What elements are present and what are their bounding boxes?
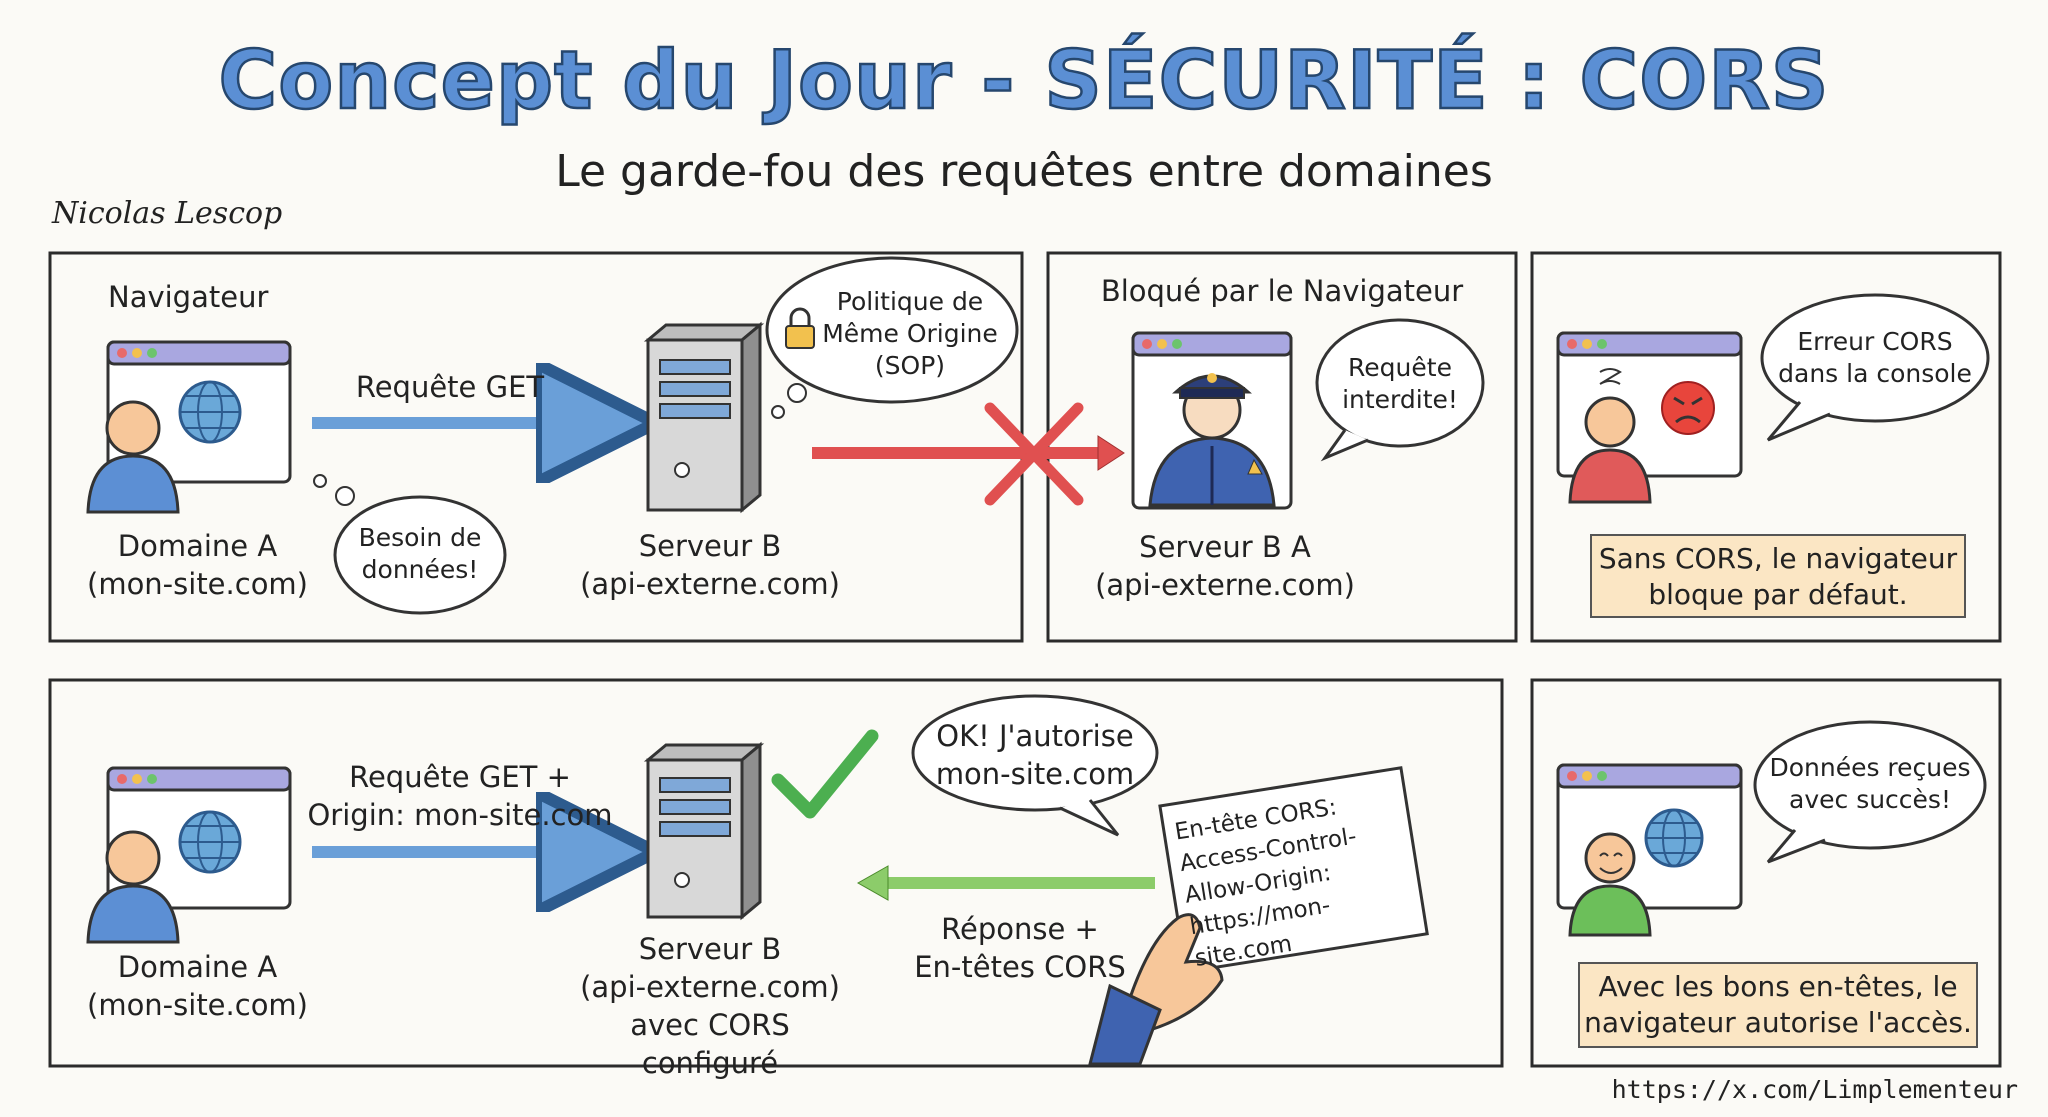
angry-face-icon bbox=[1661, 381, 1715, 435]
panel-frame-4 bbox=[48, 678, 1504, 1068]
globe-icon-2 bbox=[178, 810, 242, 874]
speech-bubble-error bbox=[1760, 293, 1990, 442]
thought-bubble-sop bbox=[765, 256, 1019, 419]
speech-bubble-ok bbox=[911, 694, 1159, 837]
blocked-arrow-head bbox=[1097, 435, 1125, 471]
source-credit-link[interactable]: https://x.com/Limplementeur bbox=[1611, 1075, 2018, 1104]
speech-bubble-forbidden bbox=[1315, 318, 1485, 462]
lock-icon bbox=[785, 307, 815, 349]
confused-user-icon bbox=[1568, 368, 1652, 504]
note-with-cors: Avec les bons en-têtes, le navigateur au… bbox=[1578, 962, 1978, 1048]
server-label: Serveur B (api-externe.com) bbox=[580, 529, 840, 601]
server-cors-label: Serveur B (api-externe.com) avec CORS co… bbox=[580, 932, 840, 1080]
thought-bubble-client bbox=[313, 474, 507, 615]
blocked-heading: Bloqué par le Navigateur bbox=[1100, 274, 1464, 308]
browser-label: Navigateur bbox=[108, 280, 269, 314]
thought-sop-text: Politique de Même Origine (SOP) bbox=[822, 287, 998, 380]
server-icon bbox=[643, 321, 765, 514]
speech-bubble-success bbox=[1753, 720, 1987, 864]
checkmark-icon bbox=[771, 729, 879, 819]
blocked-x-icon bbox=[984, 402, 1084, 506]
cors-header-card bbox=[1158, 766, 1429, 974]
police-officer-icon bbox=[1148, 373, 1276, 507]
response-label: Réponse + En-têtes CORS bbox=[914, 912, 1126, 984]
response-arrow-head bbox=[856, 865, 889, 901]
client-label-2: Domaine A (mon-site.com) bbox=[87, 950, 308, 1022]
panel-frame-5 bbox=[1530, 678, 2002, 1068]
page-subtitle: Le garde-fou des requêtes entre domaines bbox=[555, 146, 1493, 197]
panel-frame-3 bbox=[1530, 251, 2002, 643]
speech-forbidden-text: Requête interdite! bbox=[1342, 353, 1458, 414]
speech-error-text: Erreur CORS dans la console bbox=[1778, 327, 1972, 388]
server-icon-2 bbox=[643, 741, 765, 921]
request-origin-label: Requête GET + Origin: mon-site.com bbox=[307, 760, 613, 832]
thought-client-text: Besoin de données! bbox=[358, 523, 482, 584]
hand-icon bbox=[1088, 913, 1224, 1066]
globe-icon bbox=[178, 380, 242, 444]
speech-ok-text: OK! J'autorise mon-site.com bbox=[935, 719, 1135, 791]
note-no-cors: Sans CORS, le navigateur bloque par défa… bbox=[1590, 534, 1966, 618]
happy-user-icon bbox=[1568, 832, 1652, 937]
user-avatar-icon bbox=[86, 400, 180, 514]
server-ba-label: Serveur B A (api-externe.com) bbox=[1095, 530, 1355, 602]
client-label: Domaine A (mon-site.com) bbox=[87, 529, 308, 601]
globe-icon-3 bbox=[1644, 808, 1704, 868]
page-title: Concept du Jour - SÉCURITÉ : CORS bbox=[217, 33, 1830, 129]
request-label: Requête GET bbox=[355, 370, 545, 404]
speech-success-text: Données reçues avec succès! bbox=[1769, 753, 1971, 814]
author-signature: Nicolas Lescop bbox=[52, 196, 283, 231]
user-avatar-icon-2 bbox=[86, 830, 180, 944]
